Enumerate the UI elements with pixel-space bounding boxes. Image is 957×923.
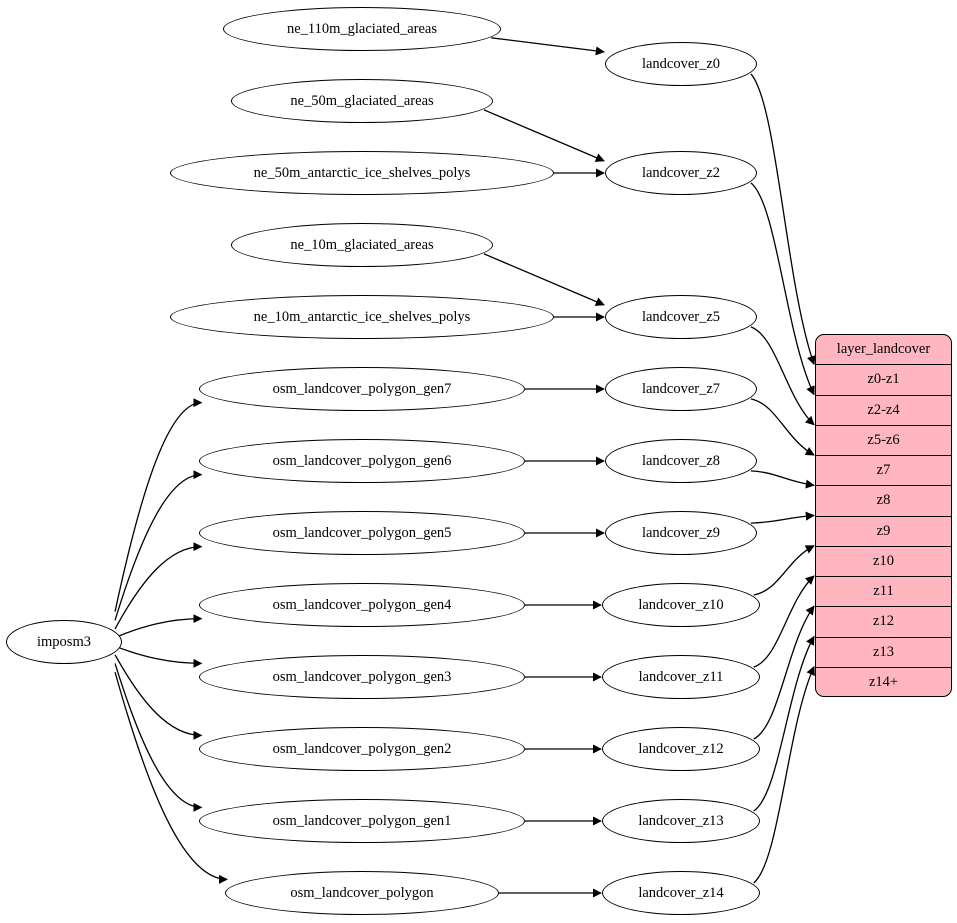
node-imposm3[interactable]: imposm3 <box>6 620 122 664</box>
edge-landcover_z11-to-layer_landcover_z11 <box>753 575 815 668</box>
record-row-z13[interactable]: z13 <box>816 638 951 668</box>
edge-ne_110m_glaciated_areas-to-landcover_z0 <box>491 37 605 56</box>
node-label: landcover_z5 <box>641 308 721 325</box>
node-label: ne_10m_glaciated_areas <box>290 236 434 253</box>
record-row-z11[interactable]: z11 <box>816 577 951 608</box>
node-landcover_z12[interactable]: landcover_z12 <box>602 727 760 771</box>
node-label: landcover_z8 <box>641 452 721 469</box>
node-landcover_z2[interactable]: landcover_z2 <box>605 151 757 195</box>
node-osm_landcover_polygon[interactable]: osm_landcover_polygon <box>225 871 499 915</box>
edge-imposm3-to-osm_landcover_polygon_gen2 <box>114 654 203 740</box>
record-row-z12[interactable]: z12 <box>816 607 951 638</box>
node-label: landcover_z10 <box>638 596 724 613</box>
node-landcover_z7[interactable]: landcover_z7 <box>605 367 757 411</box>
node-label: osm_landcover_polygon_gen7 <box>272 380 452 397</box>
node-osm_landcover_polygon_gen1[interactable]: osm_landcover_polygon_gen1 <box>199 799 525 843</box>
record-row-z8[interactable]: z8 <box>816 486 951 517</box>
node-ne_10m_antarctic_ice_shelves_polys[interactable]: ne_10m_antarctic_ice_shelves_polys <box>170 295 554 339</box>
edge-imposm3-to-osm_landcover_polygon_gen6 <box>114 470 203 621</box>
edge-landcover_z9-to-layer_landcover_z9 <box>750 511 815 524</box>
edge-landcover_z0-to-layer_landcover_z0-z1 <box>750 73 816 366</box>
edge-imposm3-to-osm_landcover_polygon_gen3 <box>114 645 203 668</box>
node-landcover_z13[interactable]: landcover_z13 <box>602 799 760 843</box>
node-label: osm_landcover_polygon_gen1 <box>272 812 452 829</box>
node-ne_50m_glaciated_areas[interactable]: ne_50m_glaciated_areas <box>231 79 493 123</box>
node-label: landcover_z2 <box>641 164 721 181</box>
node-label: osm_landcover_polygon <box>290 884 434 901</box>
edge-landcover_z10-to-layer_landcover_z10 <box>753 545 815 596</box>
record-row-z10[interactable]: z10 <box>816 547 951 577</box>
edge-landcover_z14-to-layer_landcover_z14_ <box>753 665 815 884</box>
record-row-z9[interactable]: z9 <box>816 517 951 547</box>
record-row-z0-z1[interactable]: z0-z1 <box>816 365 951 396</box>
record-row-z14+[interactable]: z14+ <box>868 674 899 691</box>
node-landcover_z14[interactable]: landcover_z14 <box>602 871 760 915</box>
node-label: osm_landcover_polygon_gen4 <box>272 596 452 613</box>
edge-imposm3-to-osm_landcover_polygon_gen1 <box>114 663 203 812</box>
node-label: osm_landcover_polygon_gen2 <box>272 740 452 757</box>
node-label: imposm3 <box>37 633 91 650</box>
node-ne_110m_glaciated_areas[interactable]: ne_110m_glaciated_areas <box>223 7 501 51</box>
node-label: ne_110m_glaciated_areas <box>286 20 438 37</box>
edge-landcover_z7-to-layer_landcover_z7 <box>750 398 815 456</box>
record-row-z5-z6[interactable]: z5-z6 <box>816 426 951 456</box>
node-label: osm_landcover_polygon_gen3 <box>272 668 452 685</box>
node-label: landcover_z13 <box>638 812 724 829</box>
node-label: landcover_z0 <box>641 55 721 72</box>
node-landcover_z11[interactable]: landcover_z11 <box>602 655 760 699</box>
edge-landcover_z13-to-layer_landcover_z13 <box>753 635 815 812</box>
node-osm_landcover_polygon_gen7[interactable]: osm_landcover_polygon_gen7 <box>199 367 525 411</box>
record-title[interactable]: layer_landcover <box>816 335 951 366</box>
edge-landcover_z2-to-layer_landcover_z2-z4 <box>750 182 815 396</box>
edge-imposm3-to-osm_landcover_polygon_gen7 <box>114 398 203 612</box>
node-label: landcover_z12 <box>638 740 724 757</box>
edge-imposm3-to-osm_landcover_polygon <box>114 671 228 884</box>
edge-imposm3-to-osm_landcover_polygon_gen5 <box>114 542 203 630</box>
node-ne_50m_antarctic_ice_shelves_polys[interactable]: ne_50m_antarctic_ice_shelves_polys <box>170 151 554 195</box>
edge-landcover_z8-to-layer_landcover_z8 <box>750 470 815 489</box>
node-label: landcover_z11 <box>638 668 724 685</box>
record-row-z2-z4[interactable]: z2-z4 <box>816 396 951 426</box>
node-label: landcover_z7 <box>641 380 721 397</box>
node-ne_10m_glaciated_areas[interactable]: ne_10m_glaciated_areas <box>231 223 493 267</box>
node-label: osm_landcover_polygon_gen5 <box>272 524 452 541</box>
node-label: ne_10m_antarctic_ice_shelves_polys <box>253 308 471 325</box>
node-osm_landcover_polygon_gen3[interactable]: osm_landcover_polygon_gen3 <box>199 655 525 699</box>
node-osm_landcover_polygon_gen4[interactable]: osm_landcover_polygon_gen4 <box>199 583 525 627</box>
edge-landcover_z12-to-layer_landcover_z12 <box>753 605 815 740</box>
node-landcover_z10[interactable]: landcover_z10 <box>602 583 760 627</box>
node-label: osm_landcover_polygon_gen6 <box>272 452 452 469</box>
edge-ne_50m_glaciated_areas-to-landcover_z2 <box>483 109 605 162</box>
node-landcover_z8[interactable]: landcover_z8 <box>605 439 757 483</box>
node-label: ne_50m_antarctic_ice_shelves_polys <box>253 164 471 181</box>
record-row-z7[interactable]: z7 <box>816 456 951 487</box>
edge-landcover_z5-to-layer_landcover_z5-z6 <box>750 326 815 426</box>
node-landcover_z0[interactable]: landcover_z0 <box>605 42 757 86</box>
node-osm_landcover_polygon_gen6[interactable]: osm_landcover_polygon_gen6 <box>199 439 525 483</box>
node-landcover_z5[interactable]: landcover_z5 <box>605 295 757 339</box>
node-osm_landcover_polygon_gen5[interactable]: osm_landcover_polygon_gen5 <box>199 511 525 555</box>
edge-ne_10m_glaciated_areas-to-landcover_z5 <box>483 253 605 306</box>
node-label: landcover_z14 <box>638 884 724 901</box>
node-osm_landcover_polygon_gen2[interactable]: osm_landcover_polygon_gen2 <box>199 727 525 771</box>
edge-imposm3-to-osm_landcover_polygon_gen4 <box>114 614 203 639</box>
node-landcover_z9[interactable]: landcover_z9 <box>605 511 757 555</box>
node-label: ne_50m_glaciated_areas <box>290 92 434 109</box>
node-label: landcover_z9 <box>641 524 721 541</box>
